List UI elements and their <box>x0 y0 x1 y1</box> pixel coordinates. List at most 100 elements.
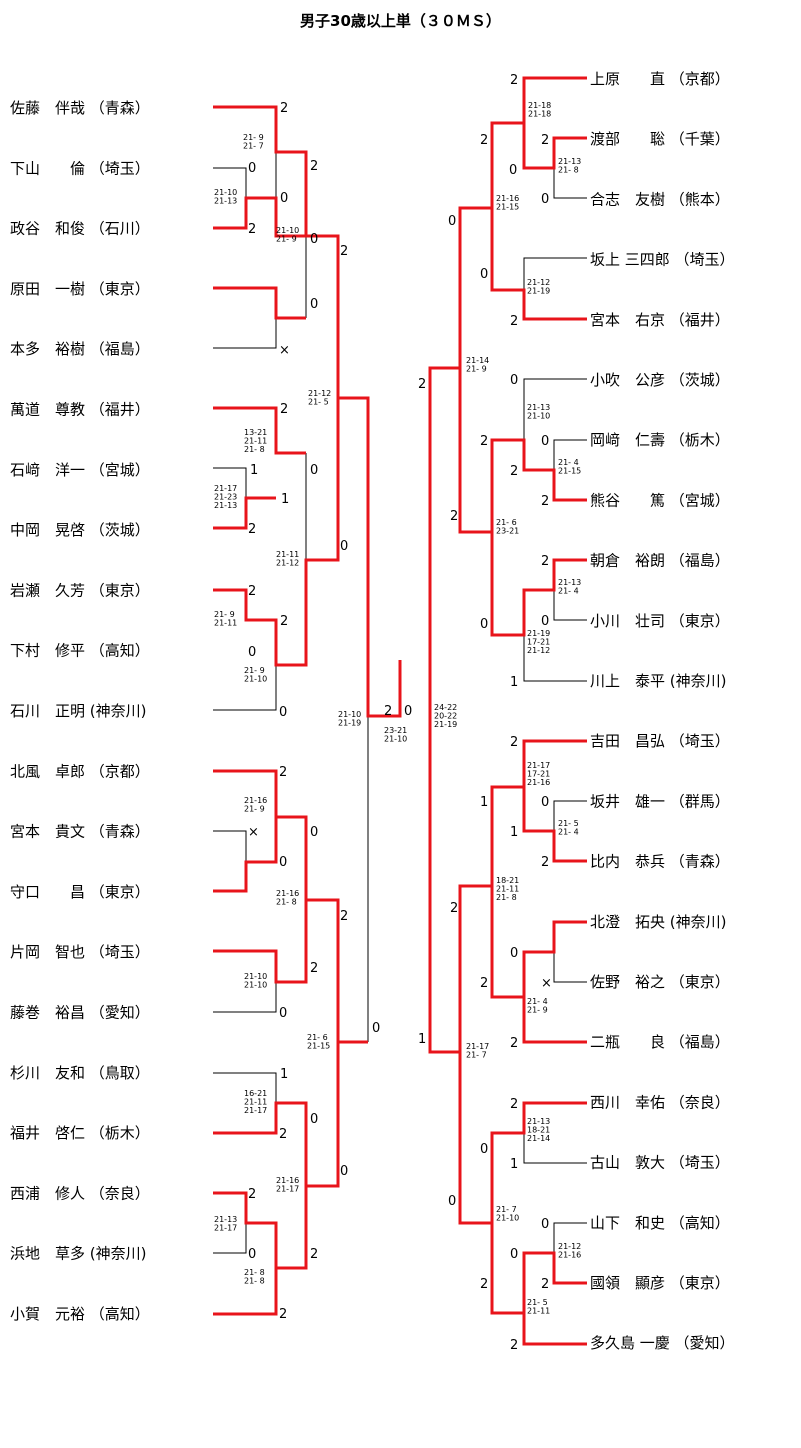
round-score: 0 <box>510 1247 518 1262</box>
right-player-name: 北澄 拓央 (神奈川) <box>590 913 726 931</box>
round-score: 1 <box>281 492 289 507</box>
right-player-name: 宮本 右京 （福井） <box>590 311 730 329</box>
round-score: 2 <box>450 509 458 524</box>
round-score: 2 <box>340 244 348 259</box>
winner-bracket-line <box>458 368 587 534</box>
loser-bracket-line <box>213 665 277 711</box>
left-player-name: 政谷 和俊 （石川） <box>10 220 150 238</box>
round-score: 0 <box>340 1164 348 1179</box>
right-player-name: 吉田 昌弘 （埼玉） <box>590 732 730 750</box>
round-score: 2 <box>510 1097 518 1112</box>
round-score: 2 <box>248 222 256 237</box>
round-score: 2 <box>279 1307 287 1322</box>
round-score: 0 <box>310 825 318 840</box>
winner-bracket-line <box>213 1268 278 1316</box>
round-score: 2 <box>541 494 549 509</box>
loser-bracket-line <box>213 1072 277 1103</box>
loser-bracket-line <box>553 800 587 831</box>
loser-bracket-line <box>553 952 587 983</box>
round-score: 2 <box>310 1247 318 1262</box>
round-score: 2 <box>541 554 549 569</box>
round-score: 0 <box>340 539 348 554</box>
winner-bracket-line <box>213 286 306 320</box>
round-score: × <box>541 976 552 991</box>
loser-bracket-line <box>523 1133 587 1164</box>
round-score: 0 <box>541 434 549 449</box>
round-score: 2 <box>541 133 549 148</box>
round-score: 0 <box>310 232 318 247</box>
round-score: 0 <box>509 163 517 178</box>
round-score: 0 <box>280 191 288 206</box>
winner-bracket-line <box>213 1186 308 1270</box>
round-score: 2 <box>480 976 488 991</box>
right-player-name: 川上 泰平 (神奈川) <box>590 672 726 690</box>
left-player-name: 下村 修平 （高知） <box>10 642 150 660</box>
round-score: 2 <box>310 159 318 174</box>
round-score: 1 <box>510 675 518 690</box>
round-score: 2 <box>248 522 256 537</box>
round-score: 0 <box>541 614 549 629</box>
round-score: 2 <box>480 1277 488 1292</box>
loser-bracket-line <box>213 167 247 198</box>
winner-bracket-line <box>213 1042 340 1188</box>
left-player-name: 萬道 尊教 （福井） <box>10 401 150 419</box>
round-score: 1 <box>250 463 258 478</box>
round-score: 2 <box>384 704 392 719</box>
winner-lines <box>213 76 587 1346</box>
right-player-name: 比内 恭兵 （青森） <box>590 853 730 871</box>
winner-bracket-line <box>213 769 368 1044</box>
round-score: 0 <box>310 1112 318 1127</box>
left-player-name: 小賀 元裕 （高知） <box>10 1305 150 1323</box>
winner-bracket-line <box>213 496 276 530</box>
right-player-name: 渡部 聡 （千葉） <box>590 130 730 148</box>
left-player-name: 福井 啓仁 （栃木） <box>10 1124 150 1142</box>
right-player-name: 熊谷 篤 （宮城） <box>590 491 730 509</box>
loser-bracket-line <box>553 1222 587 1253</box>
left-player-name: 北風 卓郎 （京都） <box>10 762 150 780</box>
winner-bracket-line <box>213 398 340 667</box>
left-player-name: 杉川 友和 （鳥取） <box>10 1064 150 1082</box>
round-score: 0 <box>279 1006 287 1021</box>
round-score: 0 <box>310 463 318 478</box>
left-player-name: 下山 倫 （埼玉） <box>10 159 150 177</box>
round-score: 2 <box>510 314 518 329</box>
round-score: 0 <box>480 267 488 282</box>
round-score: 0 <box>448 1194 456 1209</box>
loser-bracket-line <box>553 439 587 470</box>
loser-bracket-line <box>553 590 587 621</box>
winner-bracket-line <box>522 1313 587 1346</box>
right-player-name: 山下 和史 （高知） <box>590 1214 730 1232</box>
right-player-name: 坂上 三四郎 （埼玉） <box>590 251 735 269</box>
round-score: 1 <box>418 1032 426 1047</box>
round-score: 0 <box>448 214 456 229</box>
winner-bracket-line <box>458 1052 587 1225</box>
left-player-name: 中岡 晃啓 （茨城） <box>10 521 150 539</box>
left-player-name: 岩瀬 久芳 （東京） <box>10 581 150 599</box>
left-player-name: 守口 昌 （東京） <box>10 883 150 901</box>
round-score: 2 <box>280 614 288 629</box>
round-score: 0 <box>480 1142 488 1157</box>
right-player-name: 西川 幸佑 （奈良） <box>590 1093 730 1111</box>
round-score: 0 <box>480 617 488 632</box>
round-score: 2 <box>510 73 518 88</box>
round-score: 2 <box>510 735 518 750</box>
